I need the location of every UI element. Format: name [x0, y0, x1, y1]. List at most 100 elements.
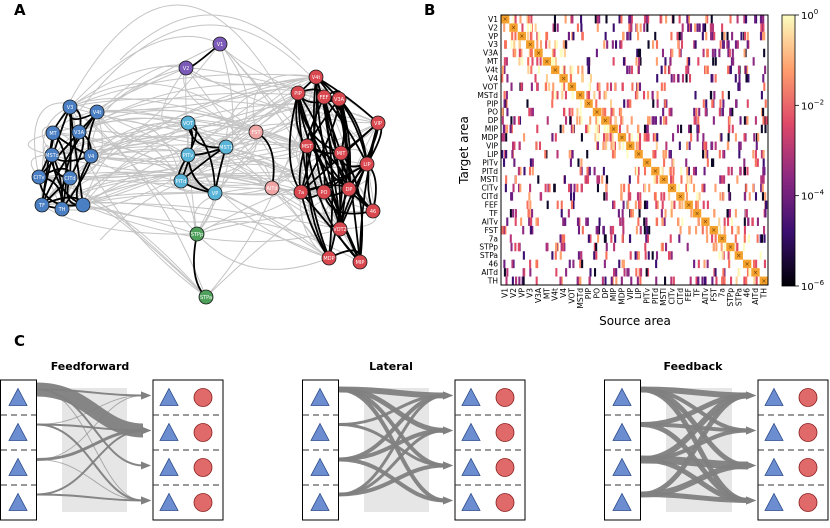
- matrix-cell: [612, 57, 615, 66]
- matrix-row-label: 46: [488, 260, 498, 269]
- matrix-cell: [660, 192, 663, 201]
- matrix-cell: [727, 217, 730, 226]
- matrix-cell: [610, 276, 613, 285]
- matrix-row-label: V3A: [483, 49, 499, 58]
- matrix-cell: [628, 23, 631, 32]
- matrix-cell: [648, 116, 651, 125]
- matrix-cell: [722, 268, 725, 277]
- matrix-cell: [763, 259, 766, 269]
- node-circle: [89, 104, 105, 120]
- pyramidal-cell-icon: [159, 492, 179, 511]
- matrix-cell: [665, 116, 668, 125]
- background-edge: [41, 204, 198, 235]
- matrix-cell: [628, 65, 631, 75]
- node-label: CITd: [64, 176, 75, 182]
- node-circle: [293, 184, 309, 200]
- matrix-cell: [638, 133, 642, 142]
- interneuron-icon: [495, 458, 515, 477]
- background-edge: [38, 176, 207, 298]
- matrix-cell: [519, 15, 522, 24]
- matrix-cell: [763, 82, 766, 91]
- matrix-cell: [554, 251, 557, 260]
- matrix-cell: [667, 251, 671, 260]
- matrix-cell: [721, 31, 724, 41]
- matrix-cell: [586, 124, 589, 134]
- matrix-cell: [559, 74, 568, 83]
- matrix-cell: [656, 175, 659, 184]
- node-circle: [352, 254, 368, 270]
- matrix-cell: [765, 116, 768, 125]
- matrix-cell: [639, 192, 642, 201]
- matrix-cell: [762, 23, 765, 32]
- motif-1: Lateral: [302, 360, 526, 521]
- matrix-cell: [690, 209, 693, 218]
- matrix-cell: [678, 141, 681, 150]
- matrix-cell: [662, 116, 666, 125]
- matrix-column-label: MDP: [617, 288, 626, 305]
- matrix-cell: [611, 40, 614, 49]
- matrix-cell: [622, 259, 625, 269]
- matrix-cell: [620, 15, 623, 24]
- colorbar-tick-label: 100: [801, 8, 818, 22]
- matrix-cell: [552, 82, 555, 91]
- matrix-cell: [634, 166, 637, 176]
- matrix-cell: [736, 15, 739, 24]
- matrix-column-label: AITv: [701, 287, 710, 304]
- matrix-cell: [552, 57, 555, 66]
- matrix-cell: [581, 225, 584, 235]
- matrix-cell: [502, 124, 505, 134]
- matrix-cell: [595, 116, 598, 125]
- matrix-cell: [539, 192, 542, 201]
- matrix-column-label: TF: [693, 288, 702, 298]
- matrix-cell: [527, 57, 530, 66]
- projection-edge: [36, 395, 144, 460]
- matrix-cell: [702, 23, 705, 32]
- matrix-cell: [710, 23, 713, 32]
- matrix-cell: [603, 124, 606, 134]
- pyramidal-cell-icon: [612, 492, 632, 511]
- node-label: V3A: [74, 130, 85, 136]
- matrix-cell: [670, 200, 673, 210]
- matrix-cell: [634, 200, 637, 210]
- matrix-cell: [568, 150, 571, 159]
- matrix-cell: [593, 251, 596, 260]
- node-label: V4t: [312, 75, 321, 81]
- matrix-cell: [763, 166, 766, 176]
- node-circle: [359, 156, 375, 172]
- background-edge: [51, 98, 340, 156]
- matrix-cell: [718, 48, 721, 58]
- node-circle: [71, 124, 87, 140]
- matrix-cell: [609, 225, 612, 235]
- matrix-cell: [629, 99, 632, 108]
- node-label: V1: [217, 42, 224, 48]
- matrix-cell: [756, 217, 759, 226]
- node-circle: [212, 36, 228, 52]
- matrix-cell: [693, 107, 696, 117]
- matrix-cell: [705, 225, 708, 235]
- matrix-cell: [551, 90, 554, 100]
- matrix-cell: [730, 57, 733, 66]
- diagonal-mark: ×: [703, 219, 708, 226]
- matrix-cell: [643, 23, 646, 32]
- matrix-cell: [706, 259, 709, 269]
- projection-edge: [36, 429, 144, 461]
- matrix-cell: [718, 251, 721, 260]
- matrix-cell: [734, 40, 737, 49]
- matrix-cell: [618, 15, 621, 24]
- matrix-cell: [762, 15, 765, 24]
- matrix-cell: [664, 99, 667, 108]
- diagonal-mark: ×: [695, 210, 700, 217]
- matrix-cell: [577, 158, 580, 167]
- matrix-cell: [752, 150, 755, 159]
- matrix-cell: [626, 99, 629, 108]
- matrix-cell: [736, 40, 739, 49]
- matrix-cell: [723, 31, 726, 41]
- matrix-cell: [604, 107, 607, 117]
- matrix-row-label: AITv: [482, 217, 499, 226]
- matrix-cell: [523, 133, 526, 142]
- diagonal-mark: ×: [653, 168, 658, 175]
- pyramidal-cell-icon: [612, 387, 632, 406]
- node-label: TF: [38, 203, 45, 209]
- matrix-cell: [715, 276, 718, 285]
